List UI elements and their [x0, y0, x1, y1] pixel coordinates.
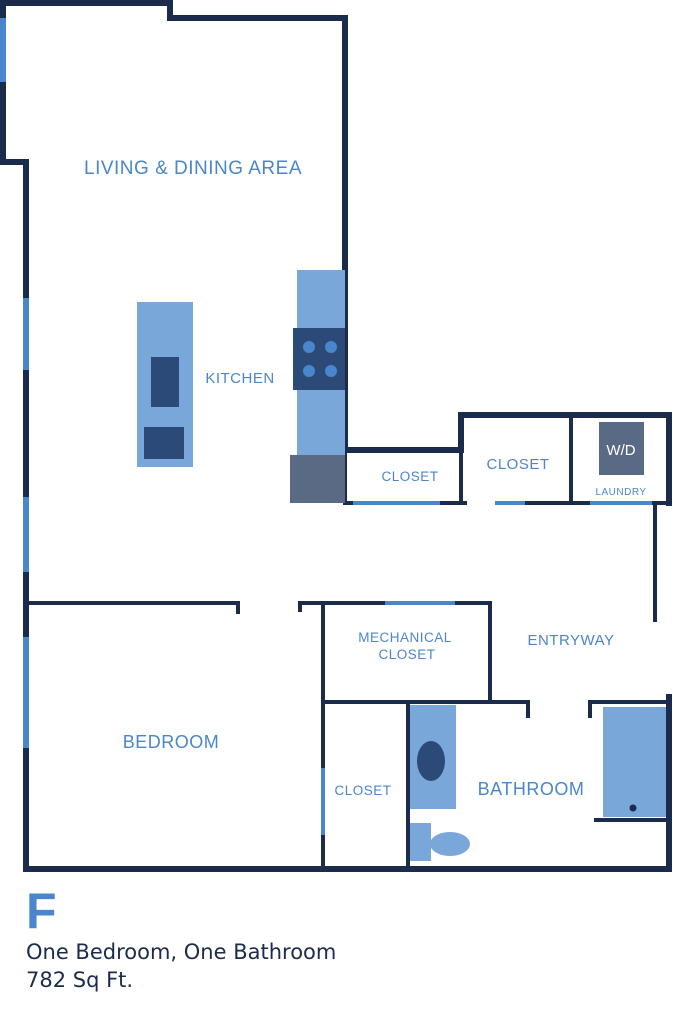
sink-icon	[151, 357, 179, 407]
closet-label-1: CLOSET	[381, 469, 438, 484]
floor-plan: LIVING & DINING AREA KITCHEN CLOSET CLOS…	[0, 0, 672, 872]
mechanical-closet-label-2: CLOSET	[378, 647, 435, 662]
refrigerator-icon	[290, 455, 345, 503]
living-dining-label: LIVING & DINING AREA	[84, 158, 302, 179]
kitchen-label: KITCHEN	[205, 370, 274, 387]
dishwasher-icon	[144, 427, 184, 459]
unit-description: One Bedroom, One Bathroom	[26, 940, 337, 964]
unit-size: 782 Sq Ft.	[26, 968, 134, 992]
bedroom-label: BEDROOM	[123, 732, 220, 752]
drain-icon	[629, 804, 637, 812]
kitchen-counter	[290, 270, 345, 503]
laundry-label: LAUNDRY	[595, 487, 646, 498]
unit-letter: F	[26, 883, 57, 939]
exterior-walls	[0, 0, 672, 872]
washer-dryer-icon	[599, 422, 644, 475]
toilet-tank-icon	[410, 823, 431, 861]
sink-bowl-icon	[417, 741, 445, 781]
room-labels: LIVING & DINING AREA KITCHEN CLOSET CLOS…	[84, 158, 646, 799]
doors	[321, 501, 652, 835]
windows	[0, 18, 29, 748]
bathroom-label: BATHROOM	[478, 779, 585, 799]
bathtub-icon	[603, 707, 666, 817]
entryway-label: ENTRYWAY	[527, 632, 614, 649]
kitchen-island	[137, 302, 193, 467]
stove-icon	[293, 328, 345, 390]
closet-label-2: CLOSET	[486, 456, 549, 473]
closet-label-3: CLOSET	[334, 783, 391, 798]
bathroom-fixtures	[410, 705, 666, 861]
toilet-bowl-icon	[430, 832, 470, 856]
mechanical-closet-label-1: MECHANICAL	[358, 630, 452, 645]
washer-dryer-label: W/D	[606, 442, 635, 459]
